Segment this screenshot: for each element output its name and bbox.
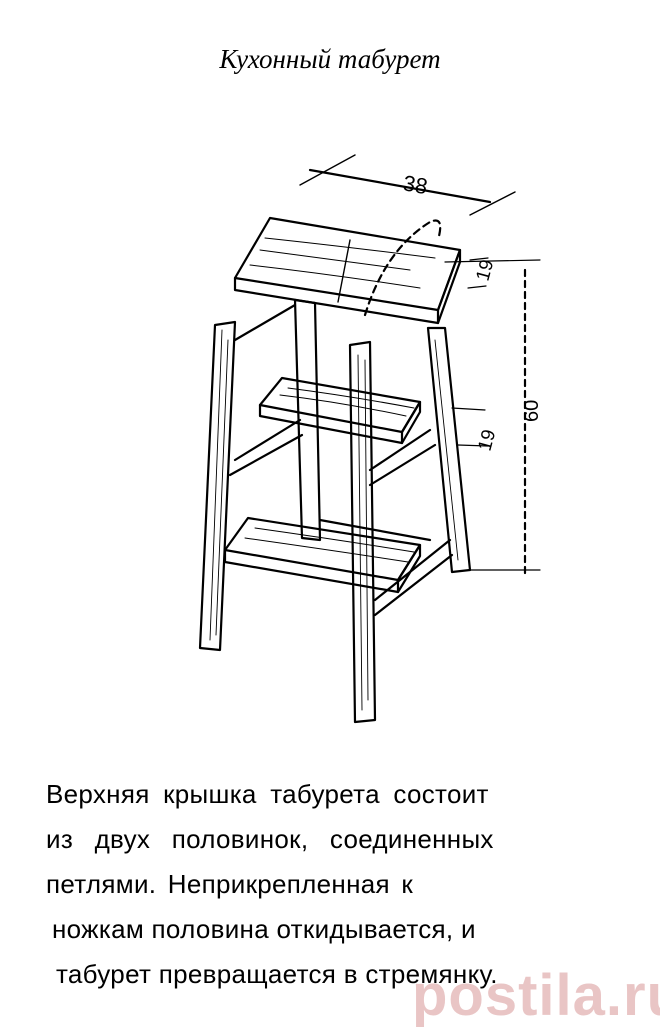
front-leg bbox=[348, 340, 377, 724]
page-title: Кухонный табурет bbox=[219, 44, 441, 74]
seat-front bbox=[233, 276, 440, 325]
height-dimension: 60 bbox=[521, 400, 543, 422]
seat-hinge-line bbox=[337, 239, 351, 303]
step-thickness-marks bbox=[451, 407, 489, 447]
stool-drawing: 38 19 19 60 bbox=[198, 154, 543, 724]
seat-side bbox=[436, 248, 462, 325]
watermark: postila.ru bbox=[412, 963, 660, 1028]
caption-line: табурет превращается в стремянку. bbox=[56, 959, 498, 989]
back-left-leg bbox=[198, 320, 237, 652]
caption-line: ножкам половина откидывается, и bbox=[52, 914, 476, 944]
rear-leg bbox=[293, 298, 322, 542]
hinge-arc bbox=[363, 219, 442, 317]
width-dimension: 38 bbox=[401, 170, 429, 199]
caption: Верхняя крышка табурета состоит из двух … bbox=[46, 772, 646, 997]
back-right-leg bbox=[426, 326, 472, 574]
caption-line: из двух половинок, соединенных bbox=[46, 824, 494, 854]
seat-thickness-marks bbox=[467, 257, 489, 289]
width-dimension-line bbox=[308, 168, 492, 204]
caption-line: петлями. Неприкрепленная к bbox=[46, 869, 414, 899]
caption-line: Верхняя крышка табурета состоит bbox=[46, 779, 489, 809]
step-thickness-dimension: 19 bbox=[475, 427, 501, 453]
